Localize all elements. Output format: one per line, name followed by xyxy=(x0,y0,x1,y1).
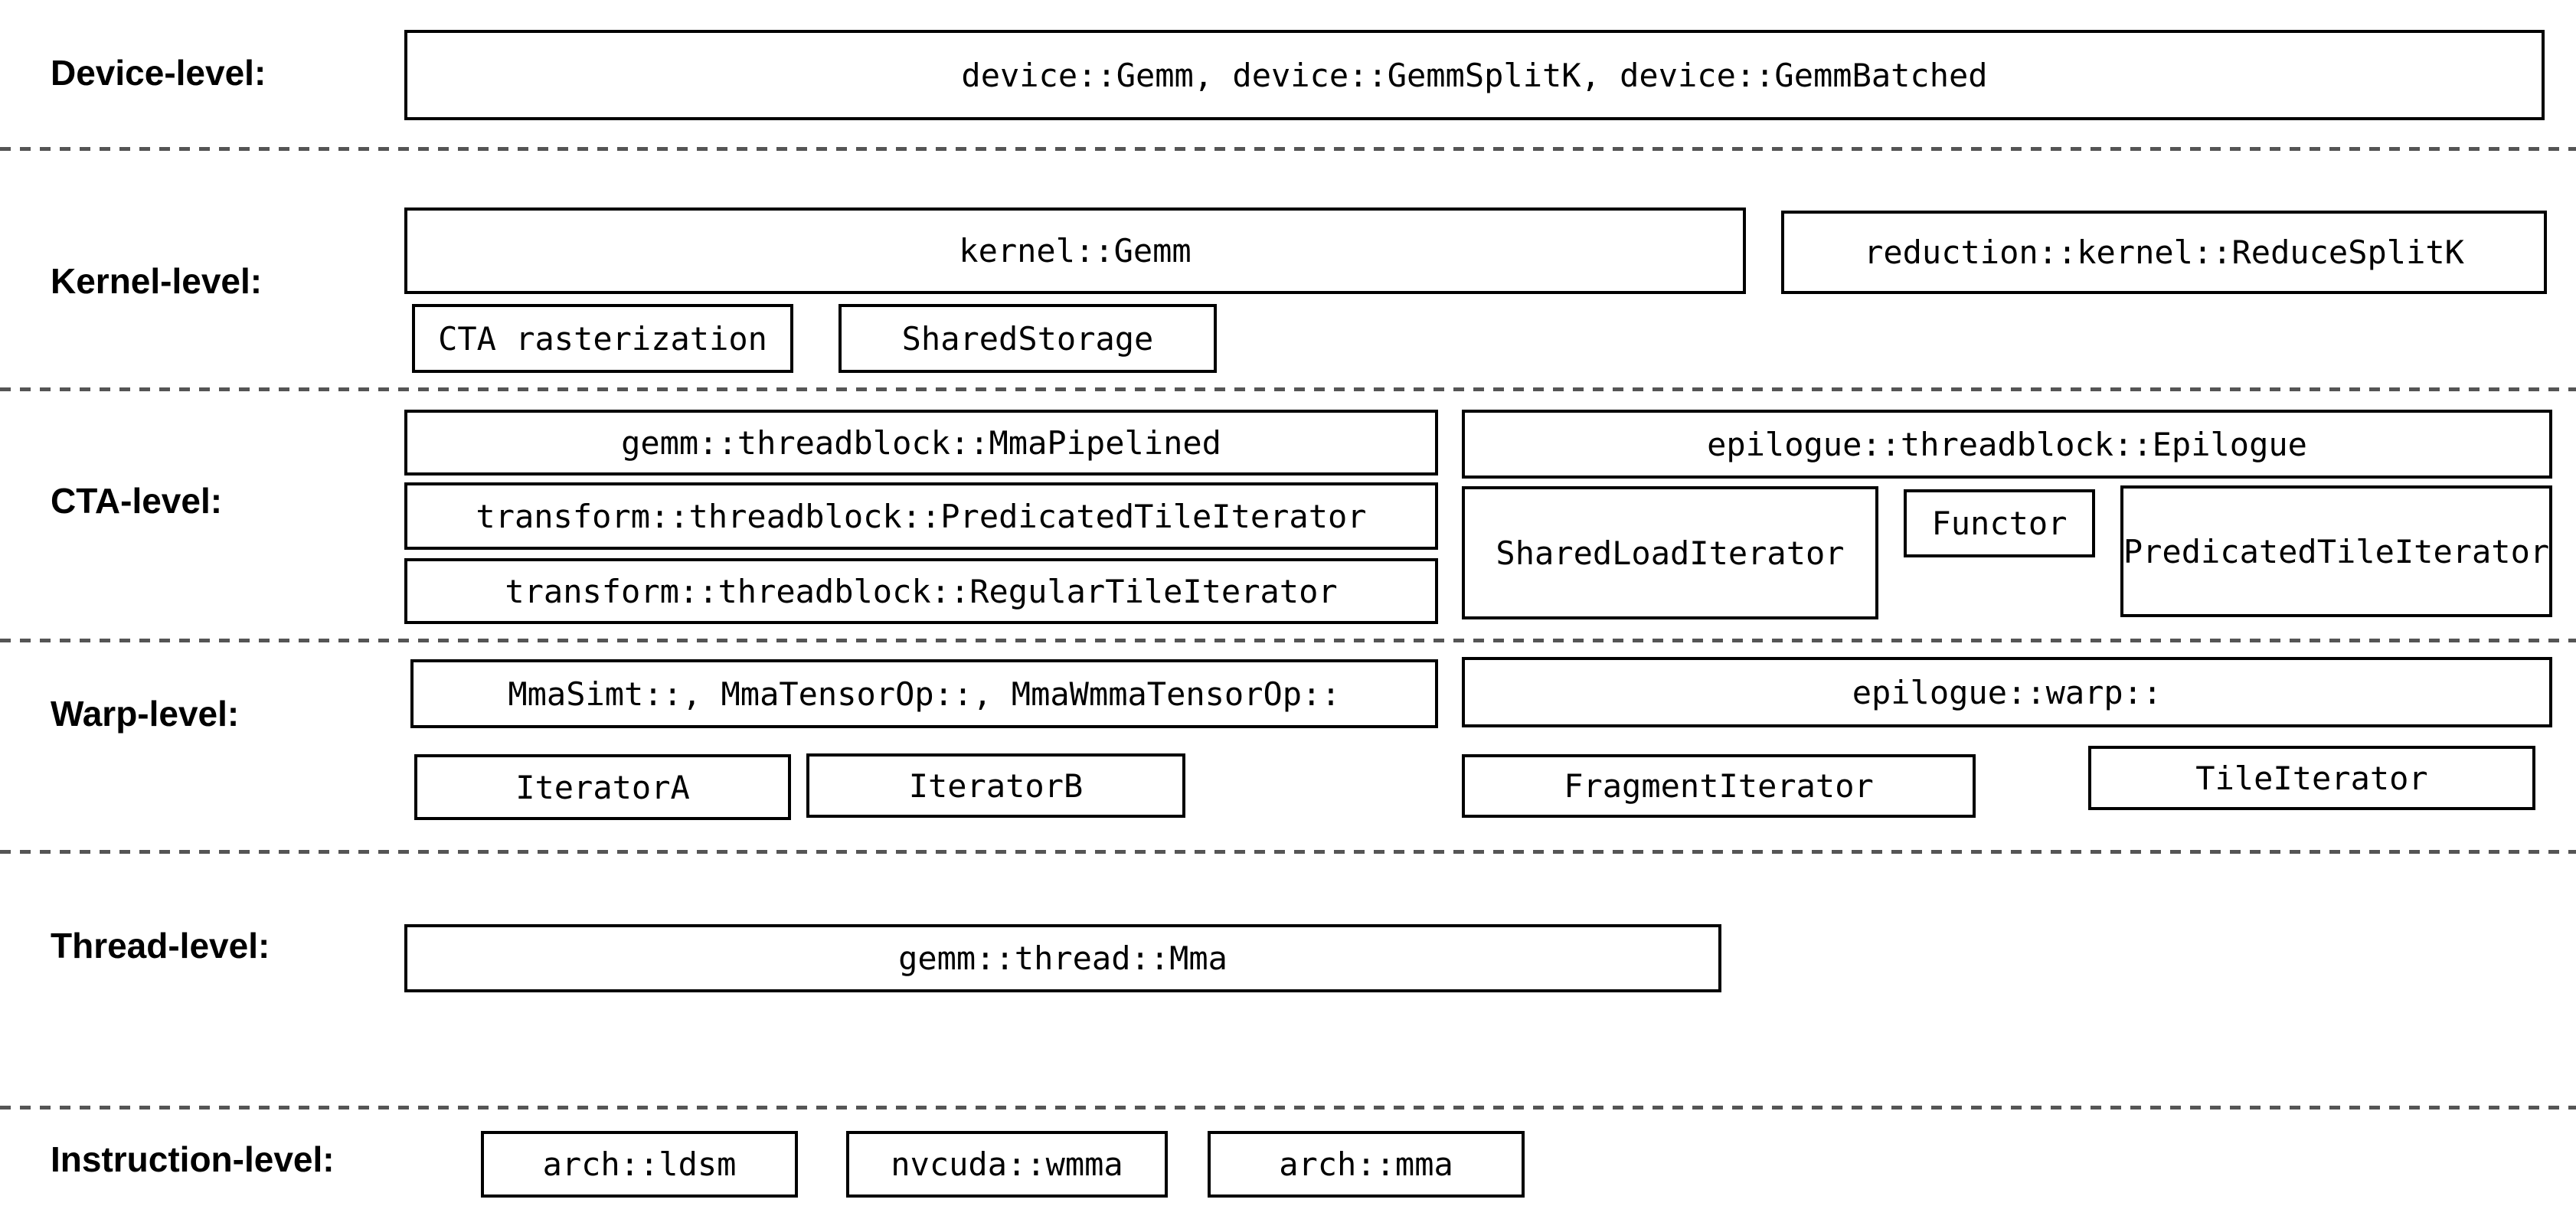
kernel-gemm-box: kernel::Gemm xyxy=(404,208,1746,294)
iterator-b-box: IteratorB xyxy=(806,753,1185,818)
gemm-threadblock-mma-pipelined-box: gemm::threadblock::MmaPipelined xyxy=(404,410,1438,476)
iterator-a-box: IteratorA xyxy=(414,754,791,820)
level-divider-warp-thread xyxy=(0,850,2576,854)
nvcuda-wmma-box: nvcuda::wmma xyxy=(846,1131,1168,1198)
epilogue-warp-box: epilogue::warp:: xyxy=(1462,657,2552,727)
transform-threadblock-regular-tile-iterator-box: transform::threadblock::RegularTileItera… xyxy=(404,558,1438,624)
reduction-kernel-reduce-splitk-box: reduction::kernel::ReduceSplitK xyxy=(1781,211,2547,294)
arch-mma-box: arch::mma xyxy=(1208,1131,1525,1198)
warp-mma-ops-box: MmaSimt::, MmaTensorOp::, MmaWmmaTensorO… xyxy=(410,659,1438,728)
epilogue-threadblock-epilogue-box: epilogue::threadblock::Epilogue xyxy=(1462,410,2552,479)
level-divider-thread-instruction xyxy=(0,1106,2576,1110)
shared-load-iterator-box: SharedLoadIterator xyxy=(1462,486,1878,619)
cta-level-label: CTA-level: xyxy=(51,481,223,521)
fragment-iterator-box: FragmentIterator xyxy=(1462,754,1976,818)
arch-ldsm-box: arch::ldsm xyxy=(481,1131,798,1198)
device-level-label: Device-level: xyxy=(51,53,266,93)
epilogue-predicated-tile-iterator-box: PredicatedTileIterator xyxy=(2120,485,2552,617)
kernel-level-label: Kernel-level: xyxy=(51,261,263,301)
level-divider-kernel-cta xyxy=(0,387,2576,391)
device-gemm-box: device::Gemm, device::GemmSplitK, device… xyxy=(404,30,2545,120)
tile-iterator-box: TileIterator xyxy=(2088,746,2535,810)
functor-box: Functor xyxy=(1904,489,2095,557)
level-divider-device-kernel xyxy=(0,147,2576,151)
warp-level-label: Warp-level: xyxy=(51,694,240,734)
shared-storage-box: SharedStorage xyxy=(839,304,1217,373)
gemm-thread-mma-box: gemm::thread::Mma xyxy=(404,924,1721,992)
instruction-level-label: Instruction-level: xyxy=(51,1139,335,1179)
thread-level-label: Thread-level: xyxy=(51,926,270,966)
transform-threadblock-predicated-tile-iterator-box: transform::threadblock::PredicatedTileIt… xyxy=(404,482,1438,550)
cta-rasterization-box: CTA rasterization xyxy=(412,304,793,373)
level-divider-cta-warp xyxy=(0,639,2576,642)
